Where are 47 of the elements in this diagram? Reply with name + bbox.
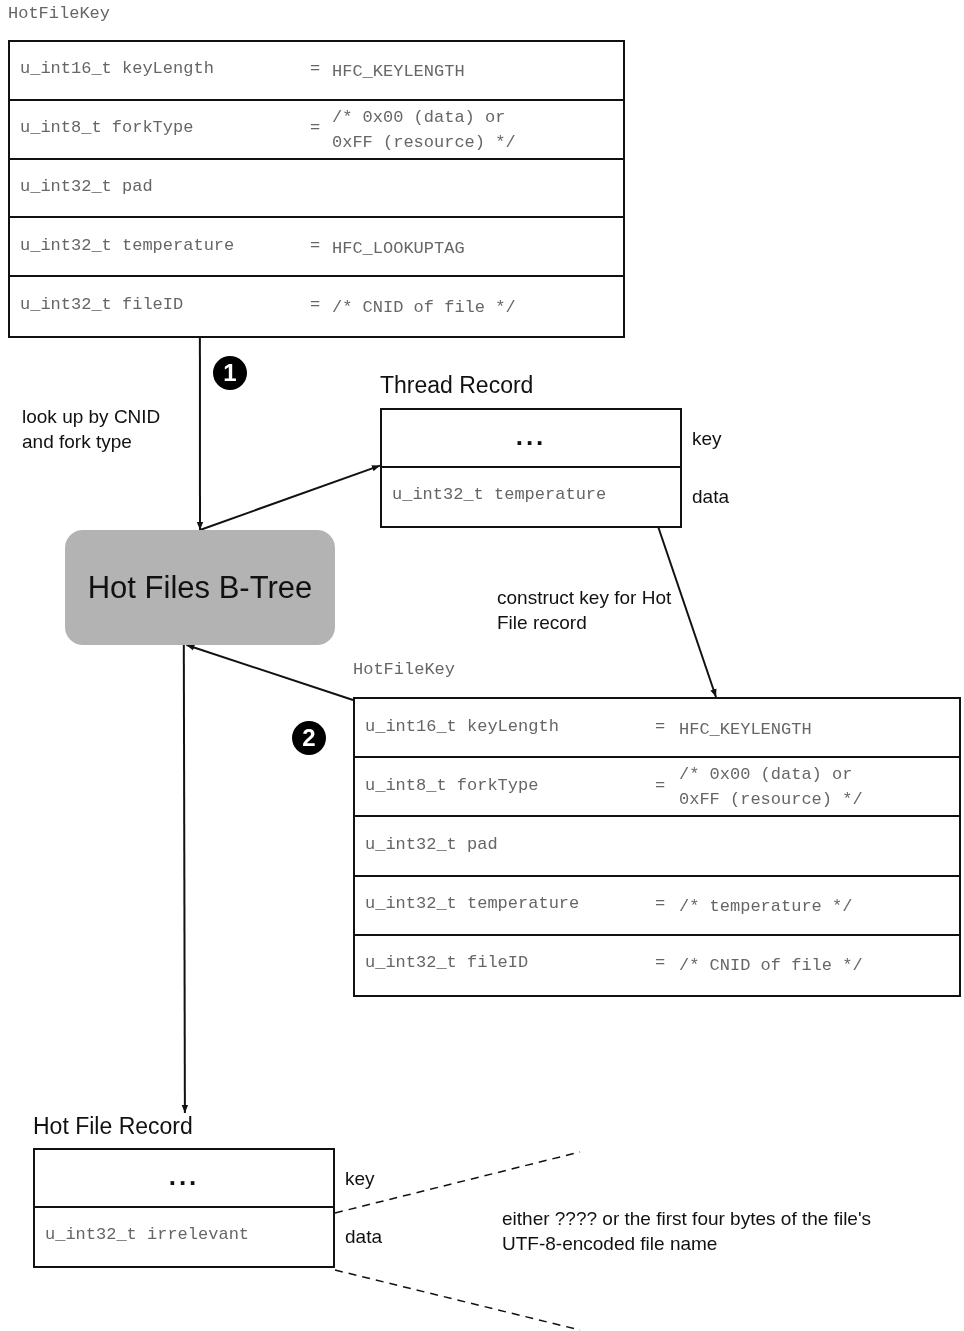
table-title: HotFileKey	[8, 4, 111, 23]
row-label: key	[345, 1167, 375, 1191]
equals-sign: =	[310, 59, 321, 79]
field-name: u_int8_t forkType	[20, 118, 194, 138]
b-tree-label: Hot Files B-Tree	[87, 569, 313, 606]
field-name: u_int16_t keyLength	[20, 59, 214, 79]
field-name: u_int32_t irrelevant	[45, 1225, 250, 1244]
arrow	[185, 644, 354, 701]
field-value: HFC_KEYLENGTH	[679, 718, 813, 741]
equals-sign: =	[310, 118, 321, 138]
field-name: u_int32_t fileID	[365, 953, 529, 973]
field-name: u_int8_t forkType	[365, 775, 539, 795]
table-title: Thread Record	[380, 372, 534, 399]
ellipsis-mark: ...	[514, 421, 548, 452]
note-text: either ???? or the first four bytes of the file's UTF-8-encoded file name	[502, 1207, 873, 1256]
field-value: HFC_KEYLENGTH	[332, 61, 466, 84]
field-name: u_int32_t temperature	[365, 894, 580, 914]
row-label: data	[345, 1225, 382, 1249]
field-value: /* CNID of file */	[679, 955, 864, 978]
equals-sign: =	[655, 953, 666, 973]
equals-sign: =	[655, 716, 666, 736]
arrow	[196, 337, 204, 531]
field-value: /* CNID of file */	[332, 296, 517, 319]
table-title: HotFileKey	[353, 660, 456, 679]
equals-sign: =	[655, 775, 666, 795]
callout-number: 2	[292, 721, 326, 755]
field-value: /* 0x00 (data) or 0xFF (resource) */	[332, 106, 517, 154]
field-name: u_int32_t temperature	[392, 485, 607, 504]
field-name: u_int32_t pad	[20, 177, 153, 196]
row-label: data	[692, 485, 729, 509]
equals-sign: =	[310, 235, 321, 255]
field-value: HFC_LOOKUPTAG	[332, 237, 466, 260]
equals-sign: =	[310, 294, 321, 314]
equals-sign: =	[655, 894, 666, 914]
callout-number: 1	[213, 356, 247, 390]
field-name: u_int32_t pad	[365, 835, 498, 854]
table-title: Hot File Record	[33, 1113, 193, 1140]
field-name: u_int32_t fileID	[20, 294, 184, 314]
arrow	[181, 644, 189, 1114]
field-name: u_int32_t temperature	[20, 235, 235, 255]
field-value: /* temperature */	[679, 896, 854, 919]
b-tree-box	[65, 530, 335, 645]
ellipsis-mark: ...	[167, 1161, 201, 1192]
arrow	[199, 464, 381, 531]
row-label: key	[692, 427, 722, 451]
field-name: u_int16_t keyLength	[365, 716, 559, 736]
field-value: /* 0x00 (data) or 0xFF (resource) */	[679, 764, 864, 812]
